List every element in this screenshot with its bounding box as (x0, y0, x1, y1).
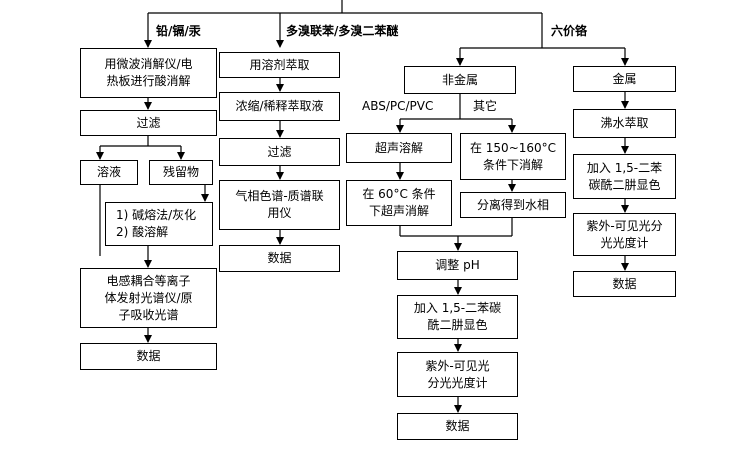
solvent-extraction-step: 用溶剂萃取 (219, 52, 340, 78)
digestion-150-160-step: 在 150~160°C 条件下消解 (460, 133, 566, 180)
metals-data-node: 数据 (80, 343, 217, 370)
acid-digestion-step: 用微波消解仪/电 热板进行酸消解 (80, 48, 217, 98)
metals-filtration-step: 过滤 (80, 110, 217, 136)
branch-label-others: 其它 (473, 99, 498, 113)
branch-label-hexavalent-chromium: 六价铬 (551, 24, 588, 38)
branch-label-pbb-pbde: 多溴联苯/多溴二苯醚 (286, 24, 399, 38)
metal-color-development-step: 加入 1,5-二苯 碳酰二肼显色 (573, 154, 676, 199)
separate-aqueous-step: 分离得到水相 (460, 192, 566, 218)
residue-treatment-step: 1) 碱熔法/灰化 2) 酸溶解 (105, 202, 213, 246)
metal-data-node: 数据 (573, 271, 676, 297)
residue-node: 残留物 (149, 160, 213, 185)
boiling-water-extraction-step: 沸水萃取 (573, 109, 676, 138)
nonmetal-uv-vis-step: 紫外-可见光 分光光度计 (397, 352, 518, 397)
ultrasonic-60-step: 在 60°C 条件 下超声消解 (346, 180, 452, 226)
pbb-filtration-step: 过滤 (219, 138, 340, 166)
non-metal-node: 非金属 (404, 66, 516, 94)
ultrasonic-dissolution-step: 超声溶解 (346, 133, 452, 163)
concentrate-dilute-step: 浓缩/稀释萃取液 (219, 92, 340, 121)
branch-label-abs-pc-pvc: ABS/PC/PVC (362, 99, 434, 113)
icp-aas-instrument-step: 电感耦合等离子 体发射光谱仪/原 子吸收光谱 (80, 268, 217, 328)
nonmetal-color-development-step: 加入 1,5-二苯碳 酰二肼显色 (397, 295, 518, 339)
pbb-data-node: 数据 (219, 245, 340, 272)
adjust-ph-step: 调整 pH (397, 251, 518, 280)
gcms-instrument-step: 气相色谱-质谱联 用仪 (219, 180, 340, 230)
branch-label-lead-cadmium-mercury: 铅/镉/汞 (156, 24, 201, 38)
filtrate-node: 溶液 (80, 160, 138, 185)
nonmetal-data-node: 数据 (397, 413, 518, 440)
metal-uv-vis-step: 紫外-可见光分 光光度计 (573, 213, 676, 256)
metal-node: 金属 (573, 66, 676, 92)
